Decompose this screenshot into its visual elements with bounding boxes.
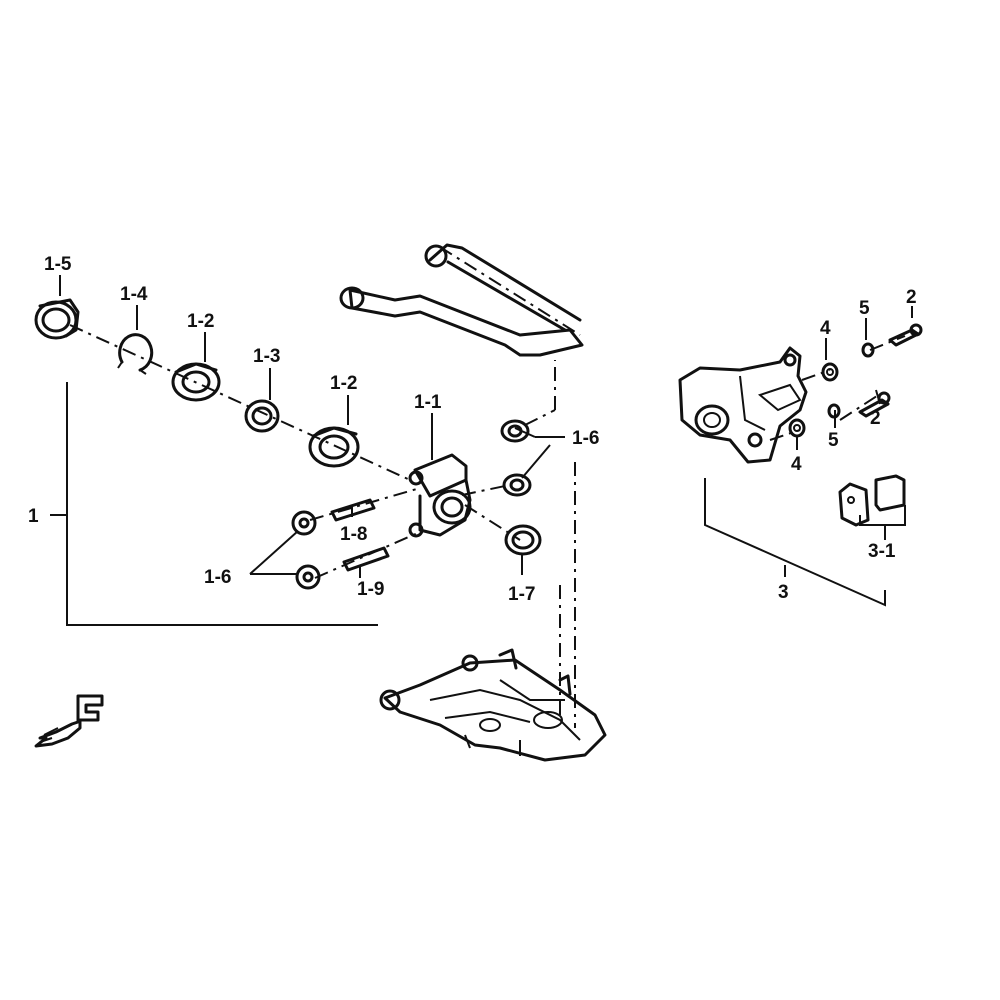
callout-1-9: 1-9 [357,579,384,600]
callout-3-1: 3-1 [868,541,896,562]
part-3-brake-caliper [678,346,808,464]
bracket-lines [50,382,906,626]
callout-4-top: 4 [820,318,831,339]
front-direction-arrow-icon [34,694,104,748]
callout-1-6-right: 1-6 [572,428,599,449]
part-2-bolts [858,323,923,418]
callout-1-2-right: 1-2 [330,373,357,394]
part-1-3-spacer-ring [244,399,280,433]
callout-1-3: 1-3 [253,346,280,367]
callout-1-1: 1-1 [414,392,442,413]
callout-1: 1 [28,506,39,527]
part-1-2-bearing-left [171,362,221,402]
part-1-8-collar [330,498,376,522]
leader-lines [59,275,913,578]
part-1-9-collar [342,546,390,572]
part-1-2-bearing-right [308,426,360,468]
callout-1-2-left: 1-2 [187,311,214,332]
callout-2-top: 2 [906,287,917,308]
callout-3: 3 [778,582,789,603]
part-1-4-snap-ring [117,333,154,375]
callout-1-7: 1-7 [508,584,535,605]
part-3-1-brake-pads [838,474,906,527]
part-5-nuts [827,342,875,419]
callout-2-bottom: 2 [870,408,881,429]
callout-5-bottom: 5 [828,430,839,451]
upper-a-arm [339,243,584,357]
callout-1-4: 1-4 [120,284,148,305]
callout-1-6-left: 1-6 [204,567,231,588]
part-1-7-seal [504,524,542,556]
part-1-6-bushings [291,419,532,590]
callout-1-5: 1-5 [44,254,72,275]
callout-1-8: 1-8 [340,524,367,545]
part-4-washers [788,362,839,438]
callout-5-top: 5 [859,298,870,319]
part-1-5-oil-seal [34,298,80,340]
lower-frame [379,648,607,762]
part-1-1-knuckle [408,453,472,538]
callout-labels: 1 1-5 1-4 1-2 1-3 1-2 1-1 1-6 1-8 1-6 1-… [28,254,917,605]
callout-4-bottom: 4 [791,454,802,475]
